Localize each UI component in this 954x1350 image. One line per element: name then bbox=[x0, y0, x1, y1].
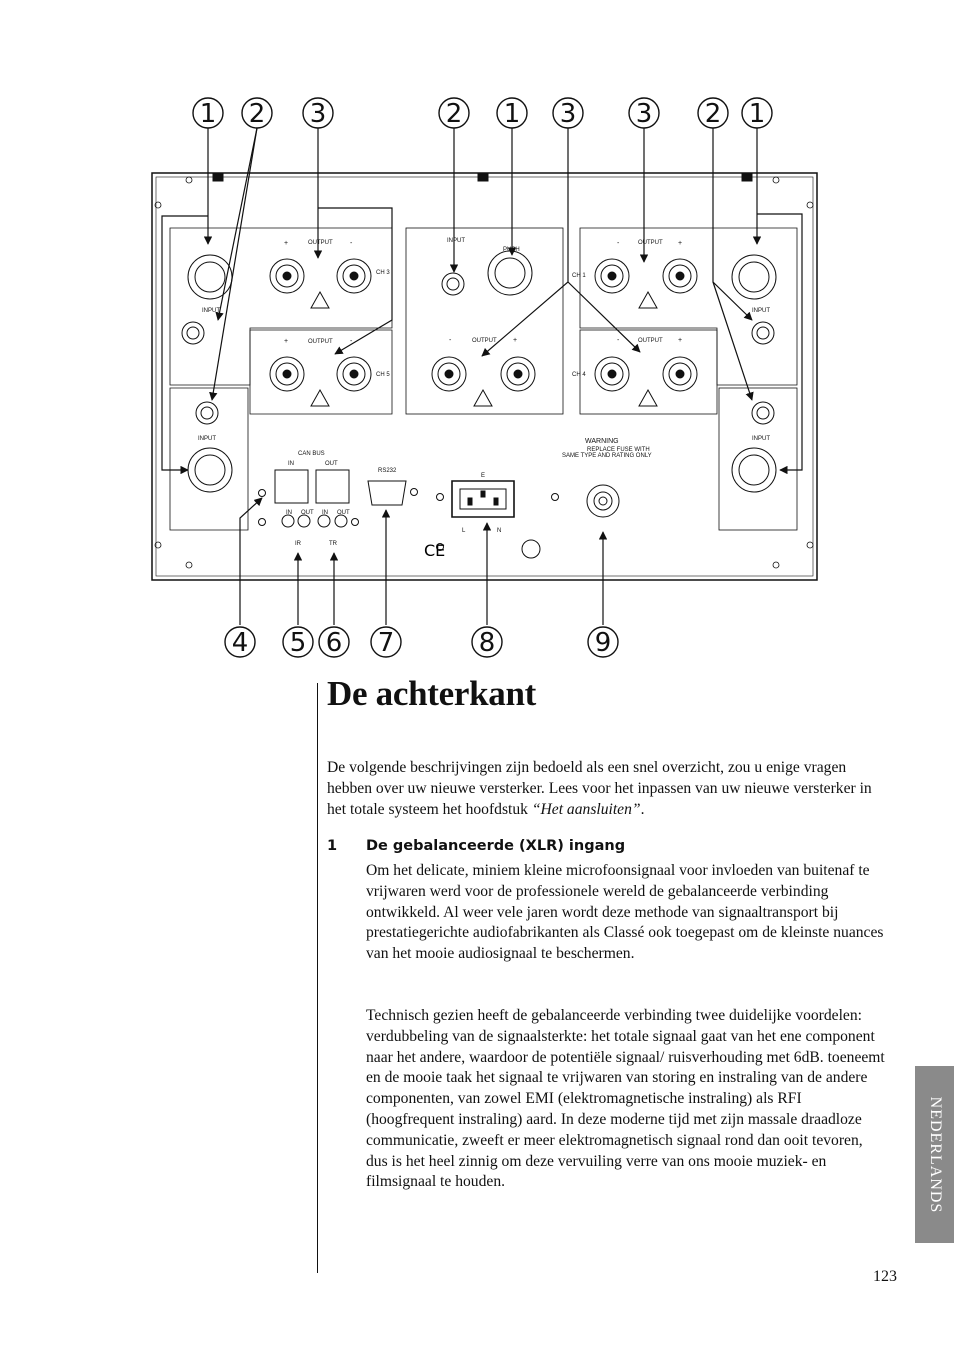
page-number: 123 bbox=[873, 1268, 897, 1285]
callout-leaders bbox=[161, 127, 803, 625]
svg-text:OUTPUT: OUTPUT bbox=[638, 338, 663, 344]
callout-2: 2 bbox=[446, 99, 463, 129]
svg-text:CH 5: CH 5 bbox=[376, 372, 390, 378]
svg-text:-: - bbox=[350, 338, 353, 345]
margin-rule bbox=[317, 683, 318, 1273]
svg-text:-: - bbox=[617, 337, 620, 344]
callout-3: 3 bbox=[636, 99, 653, 129]
svg-text:OUTPUT: OUTPUT bbox=[472, 338, 497, 344]
svg-text:+: + bbox=[678, 240, 682, 247]
svg-text:+: + bbox=[513, 337, 517, 344]
svg-text:IR: IR bbox=[295, 541, 302, 547]
svg-text:OUT: OUT bbox=[301, 510, 314, 516]
svg-text:SAME TYPE AND RATING ONLY: SAME TYPE AND RATING ONLY bbox=[562, 453, 652, 459]
bottom-callouts bbox=[224, 626, 619, 658]
callout-3: 3 bbox=[560, 99, 577, 129]
svg-text:+: + bbox=[678, 337, 682, 344]
control-labels: CAN BUS IN OUT RS232 IN OUT IN OUT IR TR… bbox=[286, 438, 652, 560]
svg-text:-: - bbox=[350, 240, 353, 247]
svg-text:REPLACE FUSE WITH: REPLACE FUSE WITH bbox=[587, 447, 650, 453]
callout-6: 6 bbox=[326, 628, 343, 658]
amplifier-chassis bbox=[151, 172, 818, 581]
svg-text:-: - bbox=[617, 240, 620, 247]
svg-text:OUTPUT: OUTPUT bbox=[308, 240, 333, 246]
section-paragraph: Technisch gezien heeft de gebalanceerde … bbox=[366, 1007, 885, 1191]
svg-text:CH 4: CH 4 bbox=[572, 372, 586, 378]
svg-text:PUSH: PUSH bbox=[503, 247, 520, 253]
svg-text:IN: IN bbox=[288, 461, 294, 467]
svg-text:N: N bbox=[497, 528, 501, 534]
page-title: De achterkant bbox=[327, 674, 536, 713]
ce-mark: CE bbox=[424, 541, 445, 560]
svg-text:+: + bbox=[284, 240, 288, 247]
rca-inputs bbox=[181, 272, 775, 425]
svg-text:OUT: OUT bbox=[337, 510, 350, 516]
svg-text:INPUT: INPUT bbox=[752, 436, 770, 442]
rear-panel-diagram: 1 2 3 2 1 3 3 2 1 bbox=[151, 97, 818, 658]
callout-9: 9 bbox=[595, 628, 612, 658]
section-number: 1 bbox=[327, 838, 338, 854]
svg-text:INPUT: INPUT bbox=[202, 308, 220, 314]
section-heading: De gebalanceerde (XLR) ingang bbox=[366, 838, 626, 854]
language-tab-label: NEDERLANDS bbox=[926, 1096, 944, 1213]
xlr-inputs bbox=[187, 250, 777, 493]
chapter-reference: “Het aansluiten” bbox=[531, 800, 641, 818]
intro-paragraph: De volgende beschrijvingen zijn bedoeld … bbox=[327, 759, 872, 818]
callout-2: 2 bbox=[705, 99, 722, 129]
svg-text:OUT: OUT bbox=[325, 461, 338, 467]
callout-1: 1 bbox=[200, 99, 217, 129]
callout-4: 4 bbox=[232, 628, 249, 658]
svg-text:E: E bbox=[481, 473, 485, 479]
svg-text:CH 3: CH 3 bbox=[376, 270, 390, 276]
svg-text:INPUT: INPUT bbox=[447, 238, 465, 244]
svg-text:TR: TR bbox=[329, 541, 338, 547]
callout-7: 7 bbox=[378, 628, 395, 658]
callout-3: 3 bbox=[310, 99, 327, 129]
speaker-terminals bbox=[269, 258, 698, 392]
svg-text:IN: IN bbox=[286, 510, 292, 516]
callout-8: 8 bbox=[479, 628, 496, 658]
callout-1: 1 bbox=[749, 99, 766, 129]
svg-text:INPUT: INPUT bbox=[198, 436, 216, 442]
svg-text:+: + bbox=[284, 338, 288, 345]
callout-2: 2 bbox=[249, 99, 266, 129]
panel-labels: OUTPUT + - CH 3 OUTPUT + - CH 5 INPUT IN… bbox=[198, 238, 770, 442]
svg-text:WARNING: WARNING bbox=[585, 438, 619, 445]
svg-text:OUTPUT: OUTPUT bbox=[308, 339, 333, 345]
svg-text:RS232: RS232 bbox=[378, 468, 397, 474]
control-connectors bbox=[258, 469, 620, 559]
svg-text:-: - bbox=[449, 337, 452, 344]
section-paragraph: Om het delicate, miniem kleine microfoon… bbox=[366, 862, 884, 963]
callout-1: 1 bbox=[504, 99, 521, 129]
svg-text:L: L bbox=[462, 528, 466, 534]
svg-text:CH 1: CH 1 bbox=[572, 273, 586, 279]
svg-text:CAN BUS: CAN BUS bbox=[298, 451, 325, 457]
language-tab: NEDERLANDS bbox=[915, 1066, 954, 1243]
warning-triangles bbox=[310, 290, 658, 407]
svg-text:OUTPUT: OUTPUT bbox=[638, 240, 663, 246]
callout-5: 5 bbox=[290, 628, 307, 658]
top-callouts bbox=[192, 97, 773, 129]
svg-text:IN: IN bbox=[322, 510, 328, 516]
svg-text:INPUT: INPUT bbox=[752, 308, 770, 314]
